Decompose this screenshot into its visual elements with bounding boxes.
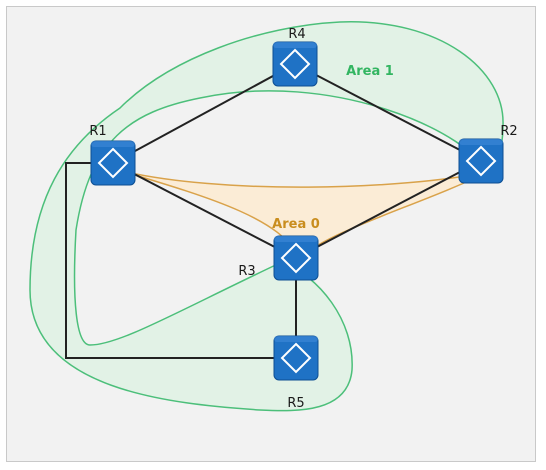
router-icon [90, 140, 136, 186]
router-icon [273, 335, 319, 381]
router-r2[interactable] [458, 138, 504, 184]
router-r1[interactable] [90, 140, 136, 186]
link-r1-r5 [65, 162, 296, 359]
router-r5[interactable] [273, 335, 319, 381]
area1-label: Area 1 [346, 64, 394, 79]
router-icon [458, 138, 504, 184]
router-r3[interactable] [273, 235, 319, 281]
router-label-r4: R4 [288, 27, 305, 42]
area1-outline [29, 21, 504, 412]
link-r2-r3 [295, 160, 482, 259]
router-label-r5: R5 [287, 396, 304, 411]
router-icon [272, 41, 318, 87]
router-label-r3: R3 [238, 264, 255, 279]
area0-region [117, 169, 489, 260]
router-icon [273, 235, 319, 281]
router-label-r2: R2 [500, 124, 517, 139]
link-r1-r4 [112, 63, 296, 164]
link-r1-r3 [112, 162, 297, 259]
link-r4-r2 [294, 63, 482, 162]
area0-label: Area 0 [272, 217, 320, 232]
router-r4[interactable] [272, 41, 318, 87]
router-label-r1: R1 [89, 124, 106, 139]
